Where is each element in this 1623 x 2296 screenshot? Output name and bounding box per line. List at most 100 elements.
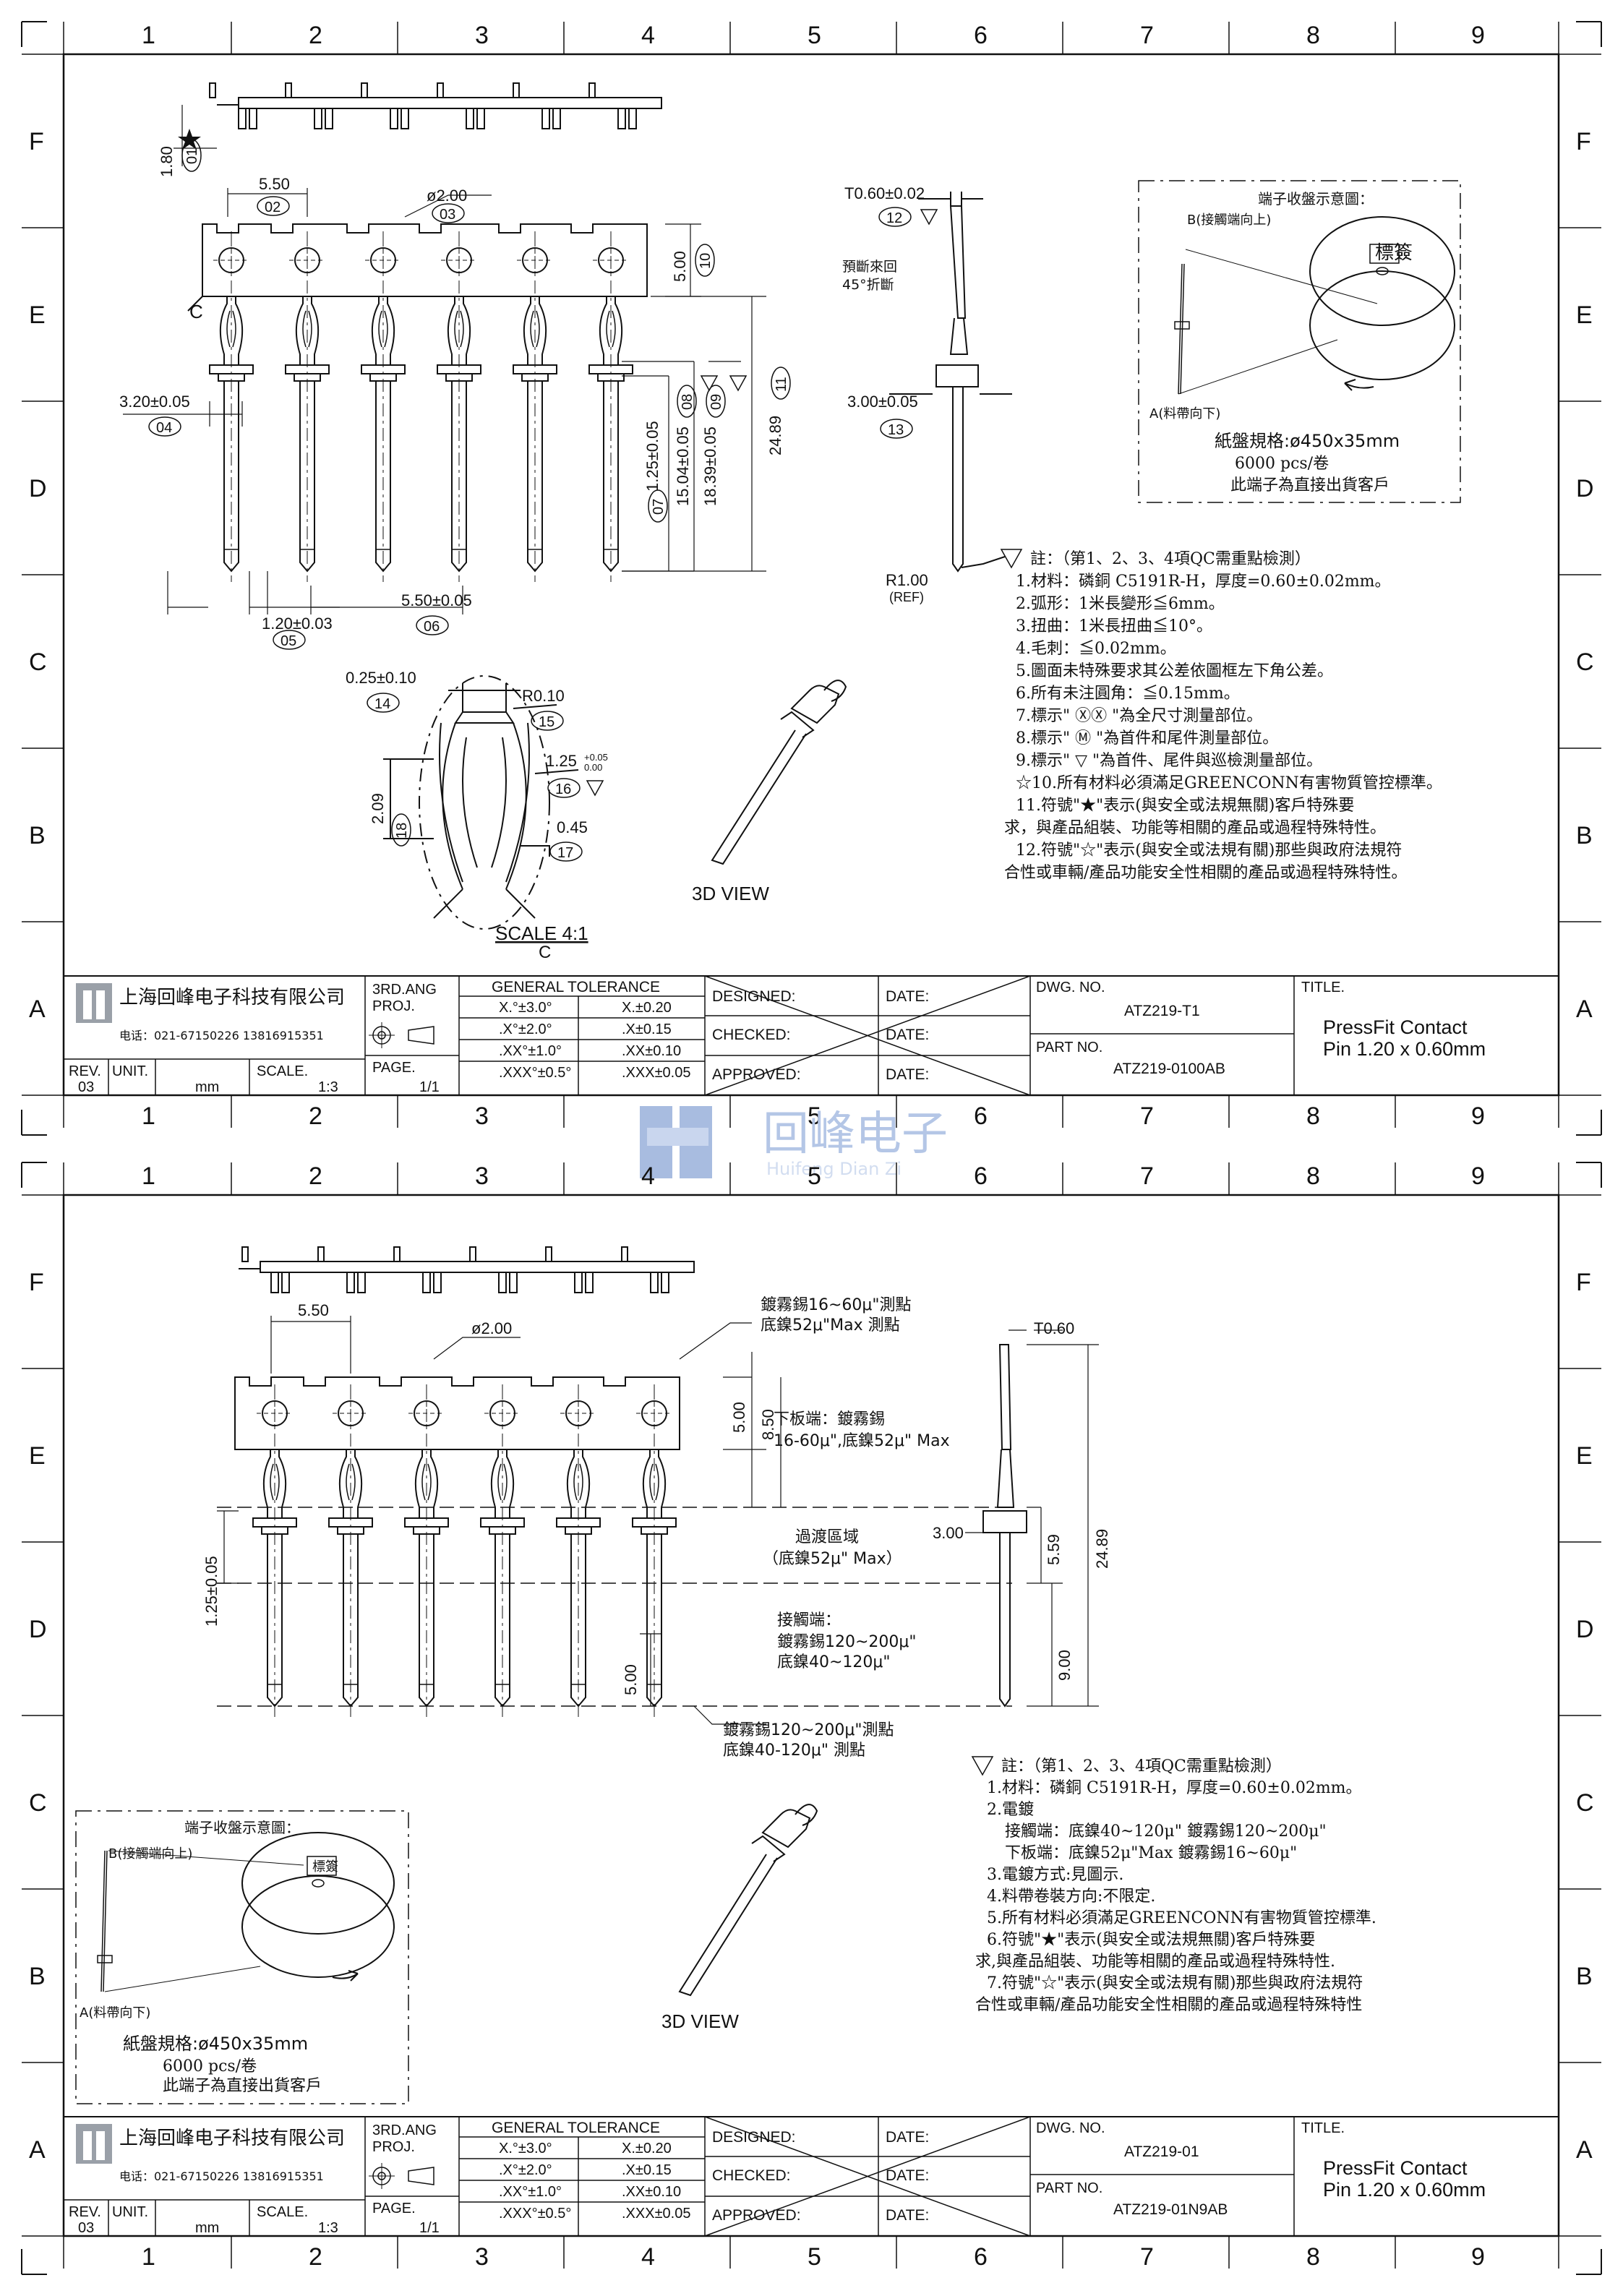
page-label: PAGE. [372, 1060, 416, 1076]
dim-balloon: 10 [698, 253, 714, 269]
note-line: 9.標示" ▽ "為首件、尾件與巡檢測量部位。 [1016, 752, 1322, 770]
dim2-5-00-contact: 5.00 [622, 1664, 640, 1695]
title-label: TITLE. [1301, 980, 1345, 995]
grid-col-label-top: 7 [1140, 22, 1154, 49]
sheet-2-reel-diagram: 端子收盤示意圖： B(接觸端向上) 標簽 A(料帶向下) 紙盤規格:ø450x3… [75, 1810, 409, 2104]
pre-break-2: 45°折斷 [842, 277, 894, 293]
grid-row-label-right: F [1576, 128, 1591, 155]
plating-top-2: 底鎳52μ"Max 測點 [761, 1316, 900, 1335]
reel2-b-label: B(接觸端向上) [108, 1846, 192, 1862]
sheet-1-front-view [187, 223, 648, 582]
dim-1-25-lower: 0.00 [584, 762, 602, 773]
dim-3-00: 3.00±0.05 [847, 393, 918, 411]
title-line-1: PressFit Contact [1323, 2157, 1468, 2179]
dim-balloon: 06 [424, 619, 440, 635]
grid-col-label-top: 4 [641, 22, 655, 49]
sheet-2-plating-annotations: 鍍霧錫16~60μ"測點 底鎳52μ"Max 測點 下板端：鍍霧錫 16-60μ… [723, 1296, 950, 1760]
grid-col-label-top: 9 [1471, 22, 1485, 49]
checked-label: CHECKED: [712, 1027, 791, 1043]
grid-col-label-bottom: 7 [1140, 2243, 1154, 2271]
title-label: TITLE. [1301, 2120, 1345, 2136]
grid-col-label-top: 3 [475, 1162, 489, 1190]
proj-line-1: 3RD.ANG [372, 982, 437, 998]
note-line: 5.圖面未特殊要求其公差依圖框左下角公差。 [1016, 662, 1333, 680]
note-line: 6.所有未注圓角：≦0.15mm。 [1016, 685, 1240, 703]
dim-balloon: 08 [680, 394, 695, 410]
grid-row-label-right: E [1576, 301, 1593, 329]
plating-contact-3: 底鎳40~120μ" [777, 1653, 891, 1671]
date-label: DATE: [886, 2207, 929, 2224]
dim-balloon: 03 [440, 207, 455, 223]
plating-contact-2: 鍍霧錫120~200μ" [777, 1633, 917, 1651]
unit-label: UNIT. [112, 2204, 148, 2220]
sheet-2-zone-lines [217, 1507, 1012, 1707]
tolerance-angle: X.°±3.0° [499, 2141, 552, 2156]
sheet-2-side-view [982, 1344, 1027, 1708]
plating-trans-2: （底鎳52μ" Max） [763, 1550, 902, 1568]
plating-contact-1: 接觸端： [777, 1611, 841, 1629]
dim2-hole-dia: ø2.00 [471, 1319, 512, 1337]
grid-row-label-left: C [29, 1789, 47, 1817]
grid-row-label-right: B [1576, 822, 1593, 849]
note-line: 合性或車輛/產品功能安全性相關的產品或過程特殊特性。 [1004, 864, 1407, 882]
note-line: 接觸端：底鎳40~120μ" 鍍霧錫120~200μ" [1005, 1822, 1327, 1841]
part-no-label: PART NO. [1036, 1040, 1102, 1055]
dim-0-45: 0.45 [557, 818, 588, 836]
reel-spec: 紙盤規格:ø450x35mm [1215, 431, 1400, 451]
grid-row-label-right: B [1576, 1963, 1593, 1990]
reel2-spec: 紙盤規格:ø450x35mm [123, 2034, 308, 2054]
dim-balloon: 12 [886, 210, 902, 226]
unit-label: UNIT. [112, 1063, 148, 1079]
tolerance-linear: .X±0.15 [622, 2162, 672, 2178]
note-line: 7.符號"☆"表示(與安全或法規有關)那些與政府法規符 [987, 1974, 1363, 1992]
note-line: 註：（第1、2、3、4項QC需重點檢測） [1001, 1757, 1282, 1775]
grid-row-label-left: E [29, 1442, 46, 1470]
company-phone: 电话：021-67150226 13816915351 [119, 2169, 324, 2183]
dim-balloon: 02 [265, 200, 281, 215]
grid-col-label-top: 6 [974, 22, 988, 49]
page-value: 1/1 [419, 2220, 440, 2236]
grid-row-label-left: B [29, 1963, 46, 1990]
grid-col-label-top: 2 [309, 22, 322, 49]
note-line: 合性或車輛/產品功能安全性相關的產品或過程特殊特性 [975, 1996, 1362, 2014]
watermark-logo: 回峰电子 Huifeng Dian Zi [640, 1106, 948, 1179]
scale-value: 1:3 [318, 1079, 338, 1095]
grid-col-label-bottom: 9 [1471, 1102, 1485, 1130]
grid-col-label-top: 1 [142, 1162, 155, 1190]
note-line: 6.符號"★"表示(與安全或法規無關)客戶特殊要 [987, 1931, 1315, 1949]
sheet-2-notes: 註：（第1、2、3、4項QC需重點檢測）1.材料：磷銅 C5191R-H，厚度=… [971, 1756, 1376, 2014]
grid-col-label-top: 9 [1471, 1162, 1485, 1190]
grid-row-label-left: D [29, 1616, 47, 1643]
tolerance-linear: .XXX±0.05 [622, 2206, 690, 2222]
grid-col-label-bottom: 7 [1140, 1102, 1154, 1130]
dim-1-25-upper: +0.05 [584, 752, 608, 763]
scale-label: SCALE. [257, 1063, 308, 1079]
view-3d-label: 3D VIEW [692, 883, 769, 904]
grid-col-label-bottom: 5 [808, 2243, 821, 2271]
dim-24-89: 24.89 [766, 416, 784, 455]
grid-col-label-top: 7 [1140, 1162, 1154, 1190]
date-label: DATE: [886, 988, 929, 1005]
sheet-1-carrier-strip-top-view [209, 82, 662, 129]
reel-b-label: B(接觸端向上) [1187, 213, 1271, 228]
dim-balloon: 05 [281, 633, 296, 649]
grid-col-label-top: 8 [1306, 22, 1320, 49]
dim-balloon: 16 [555, 781, 571, 797]
grid-row-label-left: C [29, 648, 47, 676]
rev-value: 03 [78, 1079, 94, 1095]
dim-r1-00: R1.00 [886, 571, 928, 589]
dim2-9-00: 9.00 [1055, 1650, 1074, 1681]
dim2-1-25: 1.25±0.05 [202, 1556, 220, 1627]
dim-1-20: 1.20±0.03 [262, 614, 333, 633]
proj-line-2: PROJ. [372, 2139, 415, 2155]
sheet-1-notes: 註：（第1、2、3、4項QC需重點檢測）1.材料：磷銅 C5191R-H，厚度=… [1000, 549, 1442, 882]
detail-scale: SCALE 4:1 [495, 922, 588, 944]
sheet-1-3d-view [711, 680, 847, 865]
reel2-a-label: A(料帶向下) [80, 2005, 150, 2021]
plating-top-1: 鍍霧錫16~60μ"測點 [761, 1296, 912, 1314]
